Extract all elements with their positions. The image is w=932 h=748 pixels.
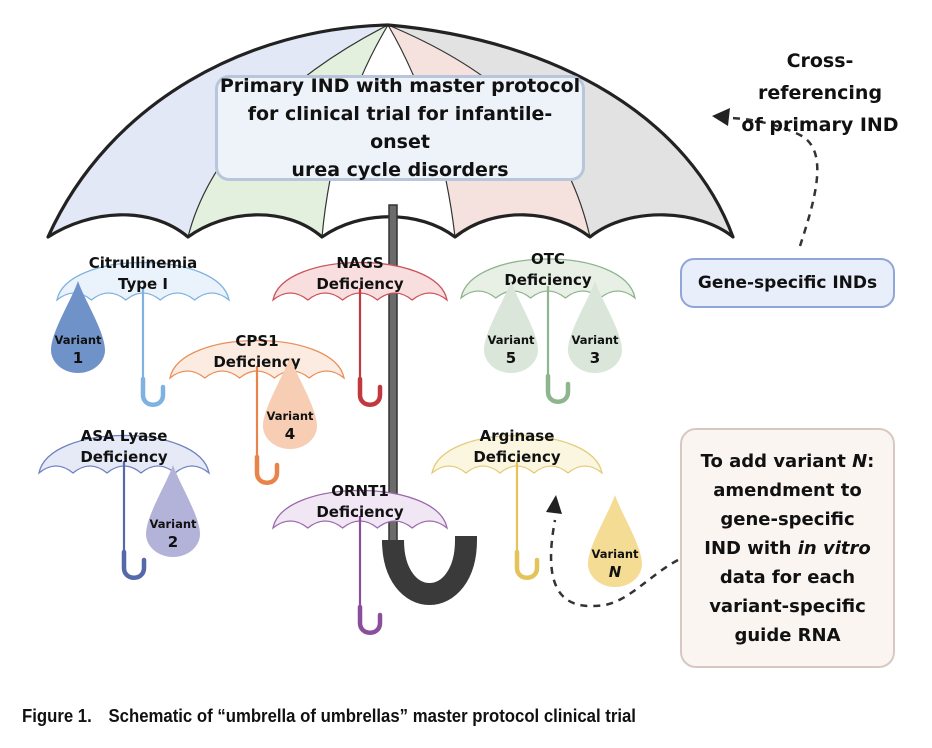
variant-word: Variant — [591, 547, 639, 561]
sub-umbrella-handle — [121, 549, 147, 580]
variant-word: Variant — [54, 333, 102, 347]
sub-umbrella-label: CPS1 — [235, 332, 278, 350]
primary-ind-line: for clinical trial for infantile-onset — [247, 103, 553, 153]
add-variant-line: data for each — [719, 566, 856, 588]
droplet-icon — [146, 465, 200, 557]
add-variant-line: variant-specific — [709, 595, 866, 617]
add-variant-line: guide RNA — [734, 624, 841, 646]
sub-umbrella-canopy — [460, 258, 636, 300]
droplet-icon — [51, 281, 105, 373]
sub-umbrella-otc: OTC Deficiency — [460, 250, 636, 404]
arrowhead-icon — [546, 495, 562, 514]
variant-number: 3 — [590, 349, 600, 367]
sub-umbrella-label: Deficiency — [473, 448, 561, 466]
variant-droplet-4: Variant 4 — [263, 357, 317, 449]
master-umbrella-outline — [46, 23, 735, 239]
gene-specific-inds-label: Gene-specific INDs — [697, 273, 878, 293]
add-variant-line: IND with in vitro — [704, 537, 871, 559]
gene-specific-inds-box: Gene-specific INDs — [680, 258, 895, 308]
cross-referencing-label: Cross-referencing of primary IND — [725, 45, 915, 141]
add-variant-arrow — [546, 495, 679, 608]
sub-umbrella-handle — [357, 376, 383, 407]
sub-umbrella-label: Type I — [118, 275, 168, 293]
cross-referencing-line: of primary IND — [741, 114, 899, 136]
add-variant-line: gene-specific — [720, 508, 855, 530]
sub-umbrella-handle — [545, 373, 571, 404]
sub-umbrella-canopy — [56, 261, 230, 302]
figure-caption-text: Schematic of “umbrella of umbrellas” mas… — [108, 706, 636, 726]
sub-umbrella-canopy — [272, 261, 448, 302]
variant-number: 5 — [506, 349, 516, 367]
droplet-icon — [568, 281, 622, 373]
sub-umbrella-label: ASA Lyase — [81, 427, 168, 445]
sub-umbrella-label: Deficiency — [504, 271, 592, 289]
primary-ind-box: Primary IND with master protocol for cli… — [215, 75, 585, 181]
variant-number: 1 — [73, 349, 83, 367]
figure-caption: Figure 1. Schematic of “umbrella of umbre… — [22, 706, 636, 727]
sub-umbrella-handle — [357, 604, 383, 635]
sub-umbrella-canopy — [37, 434, 211, 475]
variant-droplet-3: Variant 3 — [568, 281, 622, 373]
master-umbrella-handle — [382, 536, 477, 605]
variant-droplet-1: Variant 1 — [51, 281, 105, 373]
arrowhead-icon — [712, 108, 730, 126]
sub-umbrella-label: ORNT1 — [331, 482, 389, 500]
sub-umbrella-label: OTC — [531, 250, 565, 268]
sub-umbrella-label: Deficiency — [316, 503, 404, 521]
add-variant-line: To add variant N: — [700, 450, 875, 472]
sub-umbrella-label: Citrullinemia — [89, 254, 198, 272]
variant-number: N — [609, 563, 622, 581]
droplet-icon — [484, 281, 538, 373]
figure-caption-label: Figure 1. — [22, 706, 92, 726]
variant-word: Variant — [571, 333, 619, 347]
variant-word: Variant — [149, 517, 197, 531]
sub-umbrella-canopy — [272, 489, 448, 530]
sub-umbrella-label: Deficiency — [213, 353, 301, 371]
sub-umbrella-handle — [514, 549, 540, 580]
sub-umbrella-canopy — [430, 434, 604, 475]
add-variant-box: To add variant N: amendment to gene-spec… — [680, 428, 895, 668]
droplet-icon — [588, 495, 642, 587]
sub-umbrella-label: Arginase — [480, 427, 555, 445]
variant-word: Variant — [487, 333, 535, 347]
droplet-icon — [263, 357, 317, 449]
sub-umbrella-nags: NAGS Deficiency — [272, 254, 448, 407]
cross-reference-arrow — [712, 108, 819, 247]
primary-ind-line: Primary IND with master protocol — [219, 75, 581, 97]
sub-umbrella-label: Deficiency — [316, 275, 404, 293]
variant-word: Variant — [266, 409, 314, 423]
variant-droplet-5: Variant 5 — [484, 281, 538, 373]
sub-umbrella-label: Deficiency — [80, 448, 168, 466]
variant-number: 4 — [285, 425, 295, 443]
add-variant-line: amendment to — [713, 479, 862, 501]
sub-umbrella-handle — [254, 454, 280, 485]
sub-umbrella-handle — [140, 376, 166, 407]
variant-number: 2 — [168, 533, 178, 551]
cross-referencing-line: Cross-referencing — [757, 50, 883, 104]
sub-umbrella-label: NAGS — [336, 254, 383, 272]
variant-droplet-2: Variant 2 — [146, 465, 200, 557]
primary-ind-line: urea cycle disorders — [291, 159, 509, 181]
